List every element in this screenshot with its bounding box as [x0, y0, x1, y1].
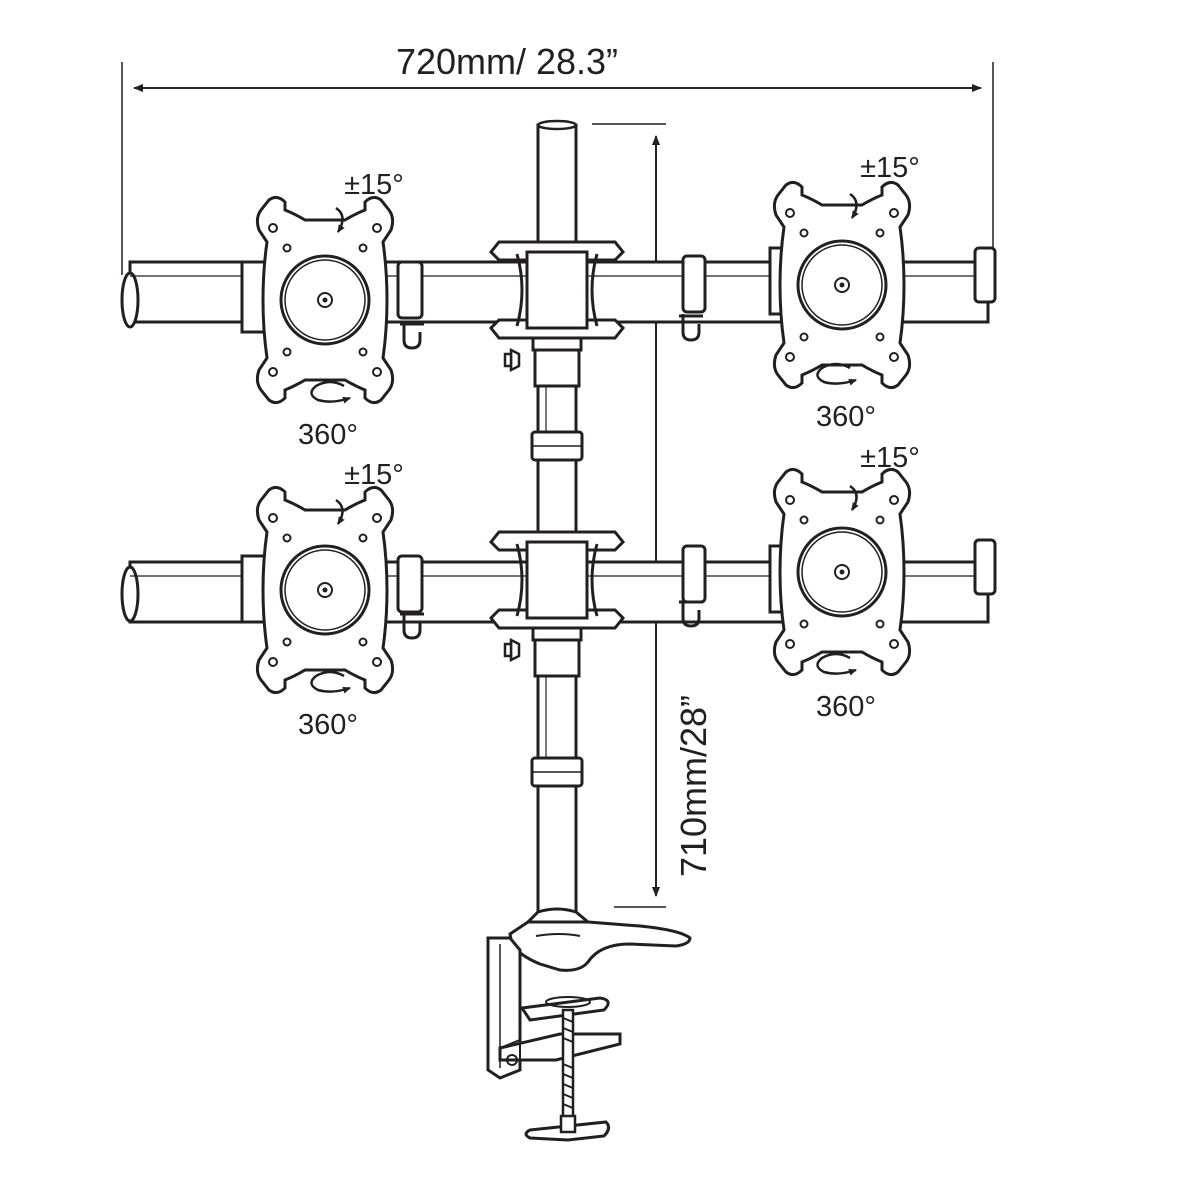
mount-plate-bottom-right [768, 467, 912, 677]
rotation-arrow-icon [817, 654, 856, 674]
rotation-label: 360° [816, 691, 876, 723]
rotation-label: 360° [298, 419, 358, 451]
mount-plate-top-left [240, 195, 395, 405]
width-label: 720mm/ 28.3” [396, 41, 618, 82]
mount-plate-bottom-left [240, 485, 395, 695]
tilt-label: ±15° [344, 169, 404, 201]
mount-plate-top-right [768, 180, 912, 390]
tilt-label: ±15° [860, 442, 920, 474]
rotation-arrow-icon [311, 672, 350, 692]
desk-clamp [486, 907, 692, 1142]
rotation-label: 360° [816, 401, 876, 433]
rotation-arrow-icon [311, 382, 350, 402]
rotation-arrow-icon [817, 364, 856, 384]
rotation-label: 360° [298, 709, 358, 741]
height-label: 710mm/28” [673, 695, 714, 877]
tilt-label: ±15° [860, 152, 920, 184]
width-dimension [121, 62, 994, 275]
tilt-label: ±15° [344, 459, 404, 491]
